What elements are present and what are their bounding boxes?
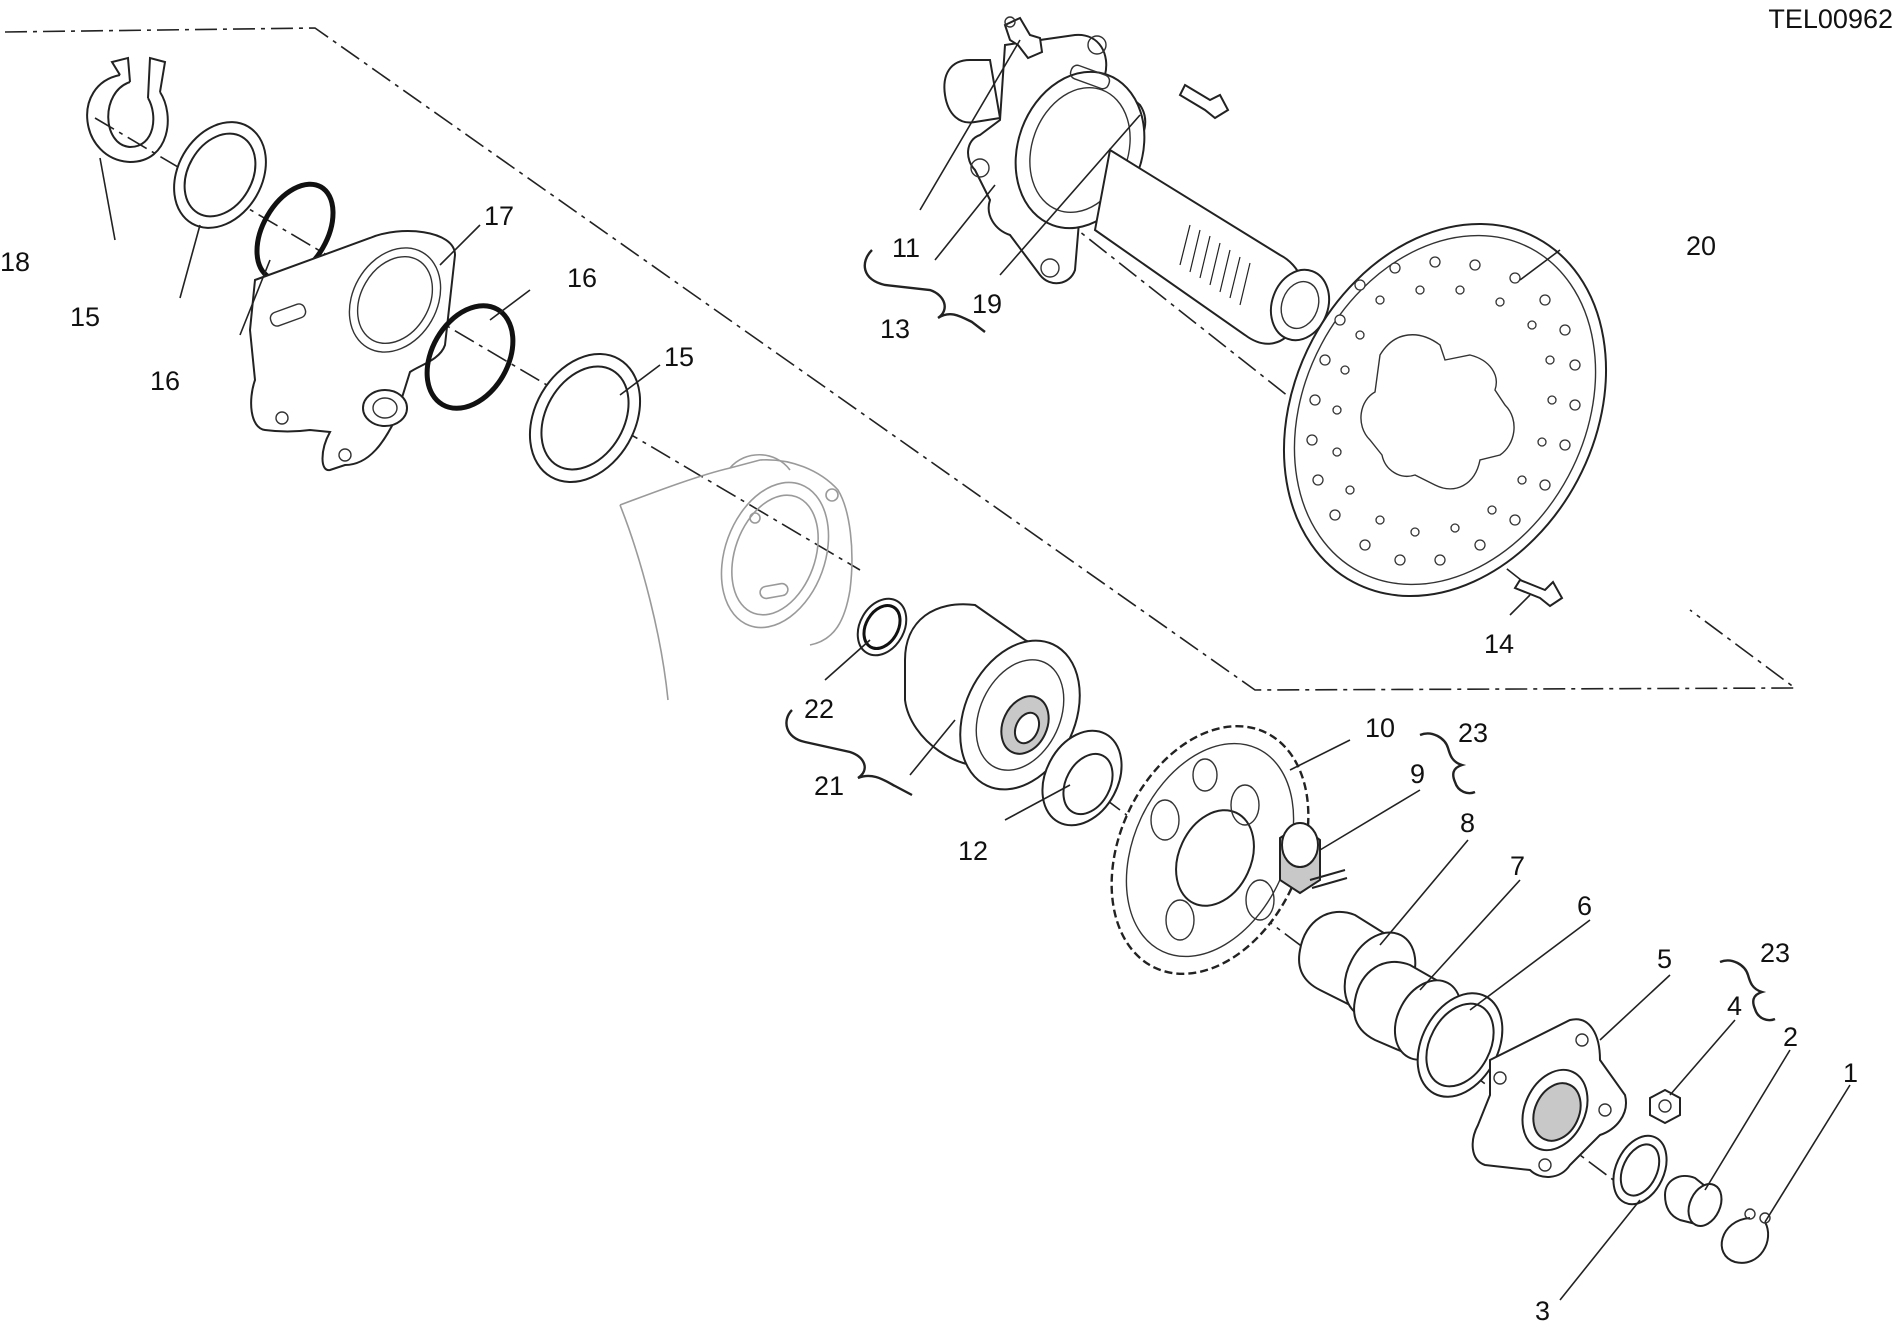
callout-4: 4 <box>1727 991 1742 1021</box>
part-10-sprocket <box>1110 724 1310 976</box>
callout-15-upper: 15 <box>70 302 100 332</box>
callout-13: 13 <box>880 314 910 344</box>
callout-10: 10 <box>1365 713 1395 743</box>
callout-15-middle: 15 <box>664 342 694 372</box>
callout-11: 11 <box>892 233 920 263</box>
part-13-hub-shaft <box>943 33 1331 345</box>
part-20-brake-disc <box>1282 222 1608 598</box>
part-14-screw <box>1513 578 1564 608</box>
callout-23-lower: 23 <box>1760 938 1790 968</box>
callout-23-upper: 23 <box>1458 718 1488 748</box>
part-15-washer-middle <box>528 353 642 483</box>
part-18-circlip <box>86 56 169 164</box>
callout-2: 2 <box>1783 1022 1798 1052</box>
part-5-wheel-flange <box>1471 1018 1627 1178</box>
callout-6: 6 <box>1577 891 1592 921</box>
callout-16-upper: 16 <box>150 366 180 396</box>
leader-lines <box>99 39 1851 1301</box>
part-11-valve <box>1003 16 1044 60</box>
brace-21 <box>785 709 913 797</box>
callout-21: 21 <box>814 771 844 801</box>
brace-23-upper <box>1419 732 1476 795</box>
callout-19: 19 <box>972 289 1002 319</box>
part-1-circlip <box>1720 1208 1771 1264</box>
swingarm-reference <box>619 454 853 701</box>
callout-17: 17 <box>484 201 514 231</box>
callout-16-middle: 16 <box>567 263 597 293</box>
part-17-bracket <box>248 230 457 472</box>
callout-5: 5 <box>1657 944 1672 974</box>
part-12-spacer <box>1041 729 1123 827</box>
part-9-stud <box>1279 822 1348 895</box>
callout-9: 9 <box>1410 759 1425 789</box>
drawing-code: TEL00962 <box>1768 4 1893 34</box>
callout-14: 14 <box>1484 629 1514 659</box>
part-19-screw <box>1178 83 1230 120</box>
callout-8: 8 <box>1460 808 1475 838</box>
upper-axis <box>94 117 861 571</box>
callout-1: 1 <box>1843 1058 1858 1088</box>
callout-22: 22 <box>804 694 834 724</box>
part-16-o-ring-middle <box>424 303 516 411</box>
part-3-washer <box>1612 1134 1668 1206</box>
part-4-nut <box>1649 1088 1681 1125</box>
part-6-washer <box>1416 992 1504 1098</box>
part-15-washer-upper <box>173 121 267 229</box>
callout-12: 12 <box>958 836 988 866</box>
brace-23-lower <box>1719 959 1776 1022</box>
callout-7: 7 <box>1510 851 1525 881</box>
part-2-castle-nut <box>1663 1175 1723 1227</box>
assembly-boundary <box>4 27 1798 691</box>
callout-20: 20 <box>1686 231 1716 261</box>
brace-13 <box>863 249 986 333</box>
callout-18: 18 <box>0 247 30 277</box>
callout-3: 3 <box>1535 1296 1550 1326</box>
